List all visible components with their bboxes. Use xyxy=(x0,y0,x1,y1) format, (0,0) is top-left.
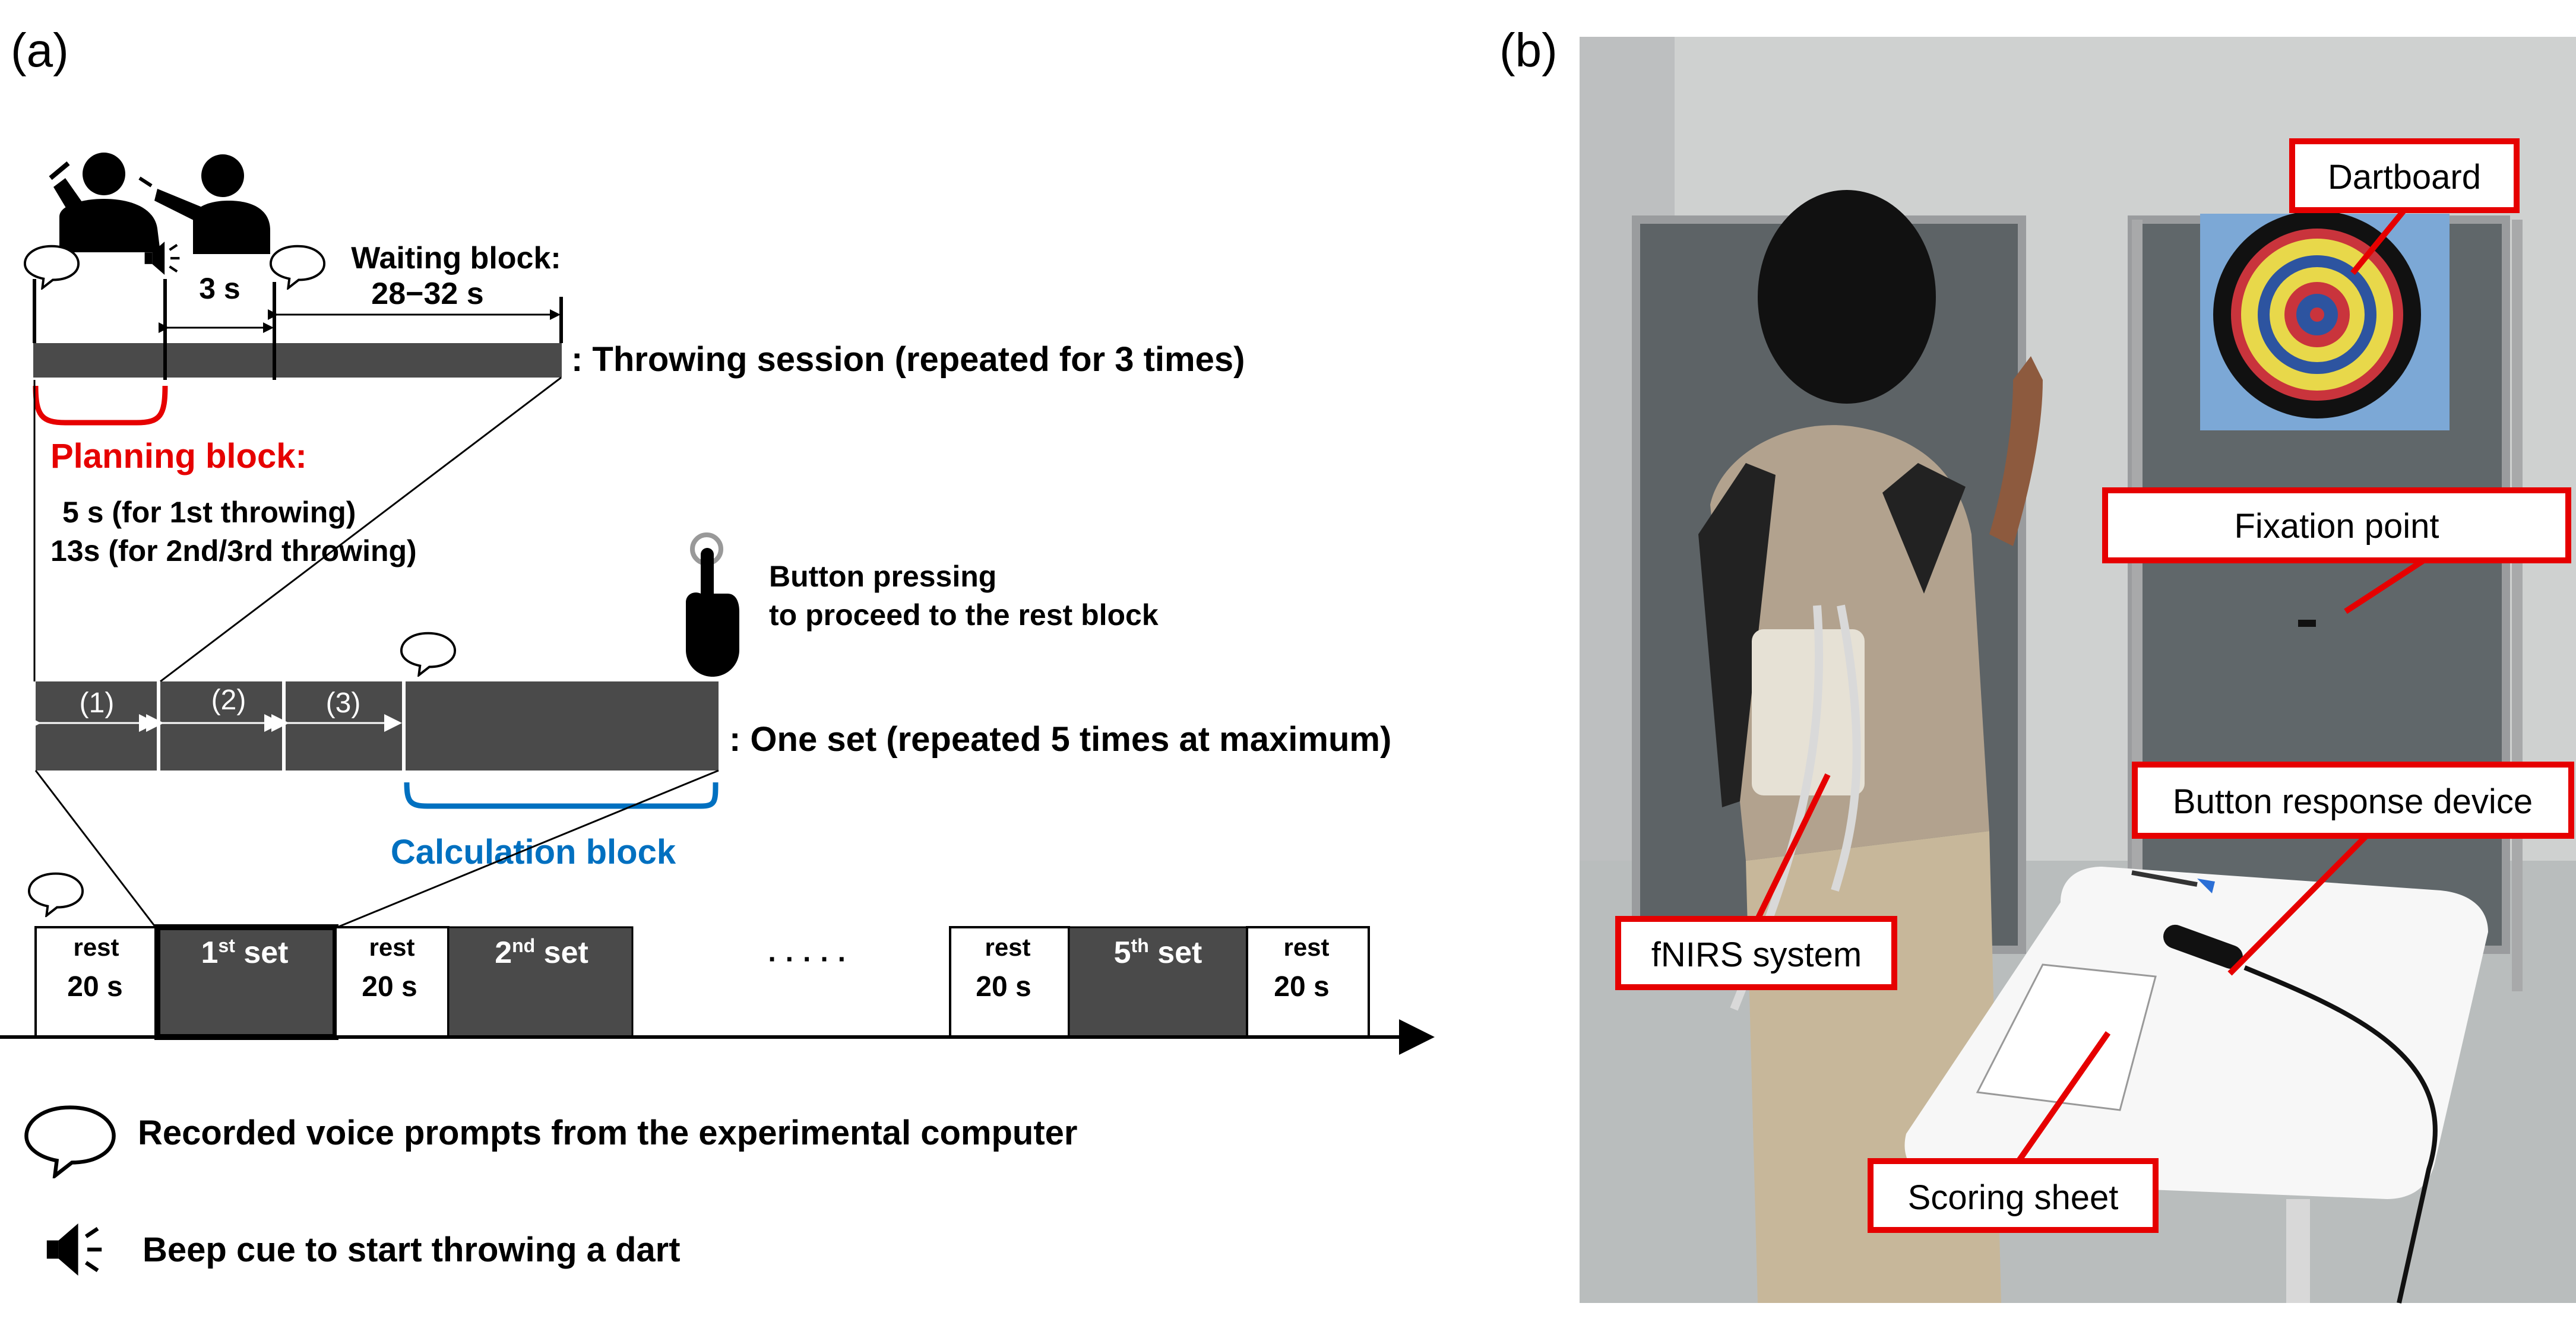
set-block-2 xyxy=(447,926,634,1038)
calculation-bracket xyxy=(404,782,719,809)
one-set-bar xyxy=(36,681,719,771)
throwing-session-bar xyxy=(33,343,562,378)
dartboard xyxy=(2213,211,2421,418)
pointing-hand-icon xyxy=(686,532,739,677)
speech-bubble-icon xyxy=(27,872,84,917)
callout-fnirs-text: fNIRS system xyxy=(1651,936,1862,974)
rest-duration: 20 s xyxy=(976,971,1031,1003)
three-second-label: 3 s xyxy=(199,272,240,305)
planning-block-title: Planning block: xyxy=(50,437,307,475)
speech-bubble-icon xyxy=(269,245,326,290)
callout-dartboard: Dartboard xyxy=(2289,138,2520,275)
rest-word: rest xyxy=(73,933,119,961)
thrower-release-icon xyxy=(138,154,270,254)
panel-b-label: (b) xyxy=(1499,24,1558,77)
rest-block xyxy=(34,926,159,1038)
calculation-block-label: Calculation block xyxy=(391,833,676,871)
callout-fixation-text: Fixation point xyxy=(2235,507,2439,546)
throwing-session-label: : Throwing session (repeated for 3 times… xyxy=(571,340,1245,379)
legend-beep-text: Beep cue to start throwing a dart xyxy=(143,1231,681,1269)
callout-scoring: Scoring sheet xyxy=(1868,1031,2159,1233)
set-block-1-label: 1st set xyxy=(201,935,289,970)
planning-duration-first: 5 s (for 1st throwing) xyxy=(62,496,356,529)
set-block-1 xyxy=(154,924,338,1040)
speech-bubble-icon xyxy=(26,1108,113,1176)
fixation-point xyxy=(2298,620,2316,627)
panel-a: (a) 3 s Waiting block: 28−32 s : xyxy=(0,24,1435,1276)
thrower-aiming-icon xyxy=(49,153,160,252)
scoring-sheet xyxy=(1976,963,2157,1111)
set-segment-label: (1) xyxy=(80,687,115,719)
planning-duration-later: 13s (for 2nd/3rd throwing) xyxy=(50,534,417,567)
rest-duration: 20 s xyxy=(362,971,417,1003)
rest-block xyxy=(334,926,450,1038)
button-pressing-line2: to proceed to the rest block xyxy=(769,598,1159,632)
rest-word: rest xyxy=(985,933,1030,961)
callout-dartboard-text: Dartboard xyxy=(2328,158,2481,196)
rest-word: rest xyxy=(369,933,414,961)
callout-button-device: Button response device xyxy=(2132,762,2574,976)
callout-fnirs: fNIRS system xyxy=(1615,773,1897,990)
callout-scoring-text: Scoring sheet xyxy=(1908,1178,2119,1217)
timeline: rest 20 s 1st set rest 20 s 2nd set · · … xyxy=(0,924,1435,1055)
rest-duration: 20 s xyxy=(67,971,122,1003)
waiting-block-title: Waiting block: xyxy=(351,241,561,275)
set-block-5-label: 5th set xyxy=(1114,935,1202,970)
set-block-2-label: 2nd set xyxy=(495,935,588,970)
panel-b: (b) xyxy=(1499,24,2576,1304)
one-set-label: : One set (repeated 5 times at maximum) xyxy=(729,720,1391,759)
waiting-block-range: 28−32 s xyxy=(371,277,483,311)
speech-bubble-icon xyxy=(400,632,457,677)
callout-button-device-text: Button response device xyxy=(2173,782,2533,821)
panel-a-label: (a) xyxy=(11,24,69,77)
rest-block xyxy=(1246,926,1370,1038)
button-pressing-line1: Button pressing xyxy=(769,560,996,593)
rest-duration: 20 s xyxy=(1274,971,1329,1003)
speaker-icon xyxy=(47,1223,102,1276)
button-device xyxy=(2163,924,2243,969)
set-segment-label: (3) xyxy=(326,687,361,719)
legend: Recorded voice prompts from the experime… xyxy=(26,1108,1077,1276)
planning-bracket xyxy=(33,385,168,426)
set-segment-label: (2) xyxy=(211,684,246,716)
photo xyxy=(1580,37,2576,1304)
callout-fixation: Fixation point xyxy=(2102,487,2571,614)
rest-word: rest xyxy=(1283,933,1329,961)
fnirs-module xyxy=(1752,629,1865,795)
timeline-ellipsis: · · · · · xyxy=(768,944,847,975)
legend-voice-text: Recorded voice prompts from the experime… xyxy=(138,1114,1077,1152)
